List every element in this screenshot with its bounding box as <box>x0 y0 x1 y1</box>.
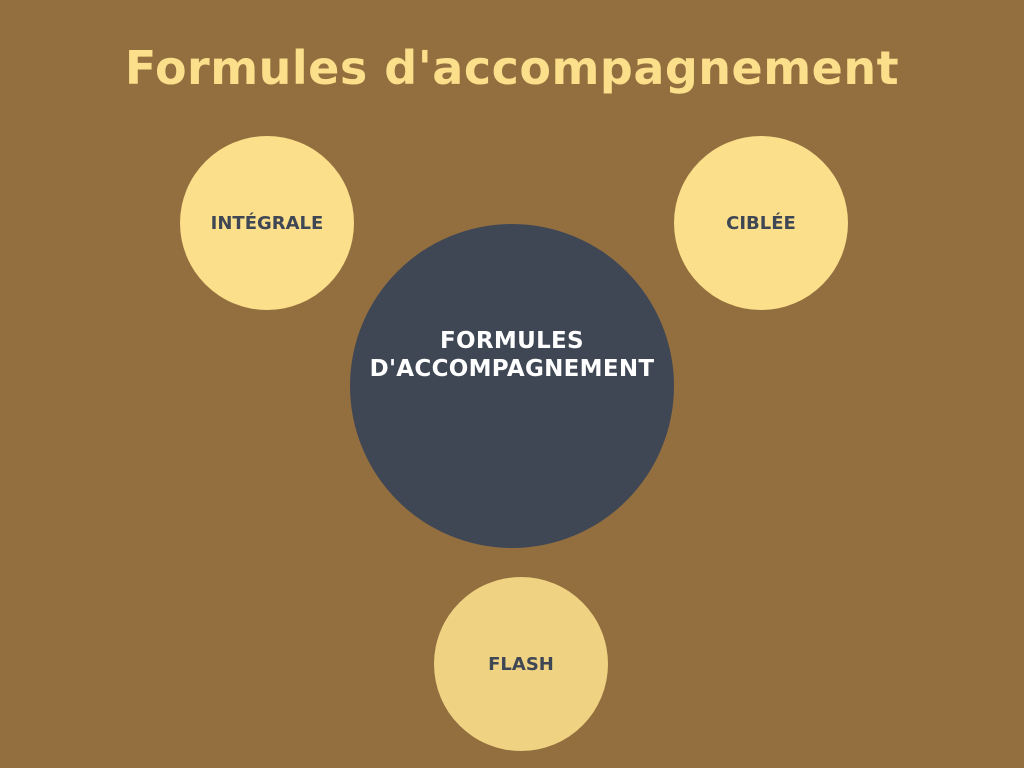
center-node: FORMULES D'ACCOMPAGNEMENT <box>350 224 674 548</box>
node-ciblee: CIBLÉE <box>674 136 848 310</box>
center-label-line1: FORMULES <box>440 328 584 354</box>
node-integrale: INTÉGRALE <box>180 136 354 310</box>
center-label: FORMULES D'ACCOMPAGNEMENT <box>370 327 655 383</box>
node-label: CIBLÉE <box>726 212 796 234</box>
center-label-line2: D'ACCOMPAGNEMENT <box>369 356 655 382</box>
node-label: INTÉGRALE <box>210 212 324 234</box>
page-title: Formules d'accompagnement <box>124 41 900 95</box>
node-flash: FLASH <box>434 577 608 751</box>
node-label: FLASH <box>488 653 554 675</box>
